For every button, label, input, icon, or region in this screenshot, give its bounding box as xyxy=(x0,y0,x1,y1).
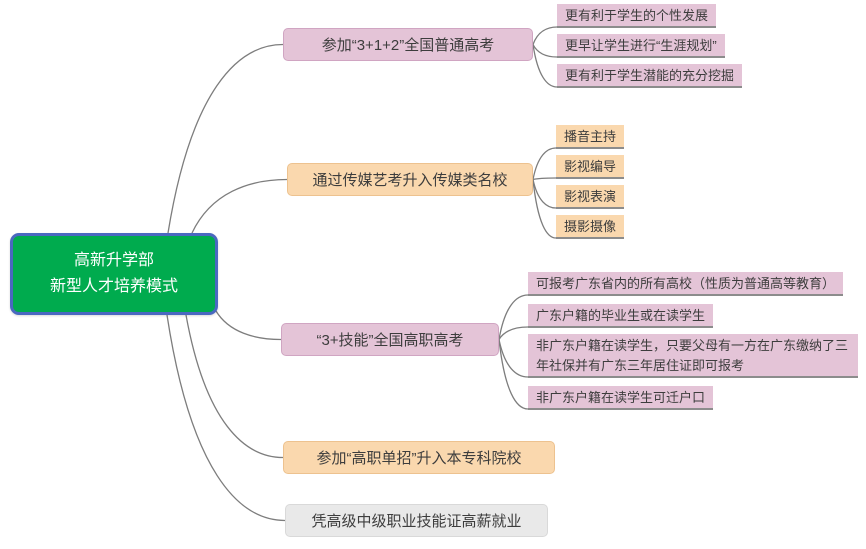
branch-node[interactable]: 参加“高职单招”升入本专科院校 xyxy=(283,441,555,474)
child-node[interactable]: 影视表演 xyxy=(556,185,625,209)
root-label-line1: 高新升学部 xyxy=(73,251,154,269)
connector-edge xyxy=(185,314,284,459)
child-node[interactable]: 更有利于学生的个性发展 xyxy=(557,4,717,28)
child-node[interactable]: 非广东户籍在读学生，只要父母有一方在广东缴纳了三年社保并有广东三年居住证即可报考 xyxy=(528,334,858,378)
connector-edge xyxy=(498,339,529,410)
child-node[interactable]: 非广东户籍在读学生可迁户口 xyxy=(528,386,714,410)
connector-edge xyxy=(191,178,288,234)
connector-edge xyxy=(167,43,284,234)
connector-edge xyxy=(532,147,557,180)
child-node[interactable]: 摄影摄像 xyxy=(556,215,625,239)
connector-edge xyxy=(532,44,558,88)
child-node[interactable]: 广东户籍的毕业生或在读学生 xyxy=(528,304,714,328)
connector-edge xyxy=(532,179,557,239)
root-node[interactable]: 高新升学部 新型人才培养模式 xyxy=(10,233,218,315)
connector-edge xyxy=(498,339,529,378)
child-node[interactable]: 更有利于学生潜能的充分挖掘 xyxy=(557,64,743,88)
child-node[interactable]: 更早让学生进行“生涯规划” xyxy=(557,34,725,58)
connector-edge xyxy=(532,179,557,209)
connector-edge xyxy=(498,326,529,340)
connector-edge xyxy=(498,294,529,340)
branch-node[interactable]: 凭高级中级职业技能证高薪就业 xyxy=(285,504,548,537)
connector-edge xyxy=(215,310,282,341)
branch-node[interactable]: “3+技能”全国高职高考 xyxy=(281,323,499,356)
connector-edge xyxy=(532,177,557,181)
connector-edge xyxy=(532,26,558,45)
child-node[interactable]: 可报考广东省内的所有高校（性质为普通高等教育） xyxy=(528,272,844,296)
child-node[interactable]: 播音主持 xyxy=(556,125,625,149)
branch-node[interactable]: 参加“3+1+2”全国普通高考 xyxy=(283,28,533,61)
connector-edge xyxy=(166,314,286,522)
root-label-line2: 新型人才培养模式 xyxy=(49,278,178,295)
child-node[interactable]: 影视编导 xyxy=(556,155,625,179)
connector-edge xyxy=(532,44,558,58)
branch-node[interactable]: 通过传媒艺考升入传媒类名校 xyxy=(287,163,533,196)
